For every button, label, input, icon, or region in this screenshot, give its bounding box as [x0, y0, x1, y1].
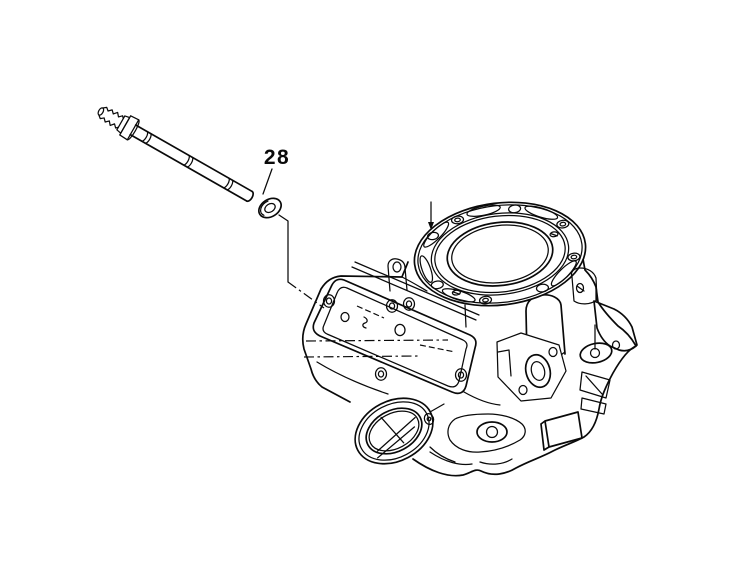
right-small-lug-slash: [576, 285, 585, 292]
stud-threads-bottom: [98, 114, 119, 129]
hidden-lines: [303, 305, 456, 358]
right-step-band-1: [579, 371, 611, 399]
alignment-line: [278, 214, 325, 309]
gasket-ring-3: [430, 212, 570, 296]
washer-edge-arc: [260, 200, 269, 216]
right-bracket: [593, 300, 638, 352]
right-small-lug-hole: [575, 282, 585, 294]
washer-part-28: [257, 197, 283, 219]
callout-28[interactable]: 28: [262, 146, 290, 195]
right-step-band-2: [580, 397, 607, 415]
stud-end-cap: [245, 190, 255, 203]
body-silhouette-bottom-right: [412, 258, 637, 477]
bottom-flange-hole: [485, 425, 499, 439]
body-undergasket-line: [401, 276, 428, 292]
body-silhouette-left: [301, 261, 409, 403]
gasket-bolt-holes: [430, 204, 581, 305]
stud-band-2: [182, 154, 194, 168]
body-fold-line: [316, 361, 389, 395]
stud-band-1: [140, 130, 152, 144]
exhaust-flange: [354, 397, 456, 465]
exhaust-port-bridges: [376, 416, 416, 459]
valve-cover: [312, 258, 480, 395]
center-port-boss: [496, 332, 567, 402]
bottom-flange: [429, 411, 583, 466]
washer-outer: [257, 197, 283, 219]
gasket-screw-marks: [451, 231, 559, 296]
right-boss: [579, 342, 613, 364]
exhaust-flange-bolt: [423, 412, 435, 426]
right-small-lug: [570, 267, 598, 305]
right-mount-lugs: [570, 267, 638, 415]
cylinder-bore-outer: [446, 221, 554, 287]
center-boss-bolt-1: [548, 346, 558, 358]
stud-threads-top: [102, 106, 124, 120]
right-boss-hole: [589, 347, 601, 359]
cylinder-assembly: [301, 201, 638, 477]
linkage-rod: [351, 261, 480, 321]
alignment-line-dashdot: [287, 281, 325, 309]
bottom-tab: [540, 411, 583, 451]
exhaust-port-inner: [368, 410, 420, 452]
body-lower-edge: [463, 391, 501, 406]
stud-collar-edge: [126, 119, 140, 141]
center-port-outer: [524, 353, 552, 389]
bottom-flange-outline: [447, 413, 526, 453]
right-bracket-hole: [611, 340, 621, 350]
callout-28-leader: [262, 168, 273, 195]
bottom-flange-boss: [476, 421, 508, 443]
linkage-bracket: [387, 258, 408, 292]
cylinder-bore-inner: [451, 224, 549, 284]
head-gasket-surface: [413, 201, 597, 307]
exhaust-port-outer: [365, 407, 423, 455]
linkage-bracket-hole: [392, 261, 402, 273]
valve-cover-outline: [312, 278, 477, 395]
valve-cover-inner-line: [322, 286, 468, 388]
stud-band-3: [222, 177, 234, 191]
center-boss-bolt-2: [518, 384, 528, 396]
stud-locating-arrow: [426, 201, 440, 241]
callout-28-label[interactable]: 28: [264, 146, 290, 169]
center-boss-step: [497, 349, 512, 377]
washer-hole: [264, 202, 276, 214]
center-port-inner: [530, 361, 546, 381]
exhaust-flange-neck: [429, 403, 456, 463]
valve-cover-bolts: [322, 294, 468, 382]
bottom-wavy-lines: [429, 451, 513, 466]
cover-casting-mark: [362, 316, 368, 329]
cylinder-stud-bolt: [97, 106, 255, 203]
alignment-line-solid: [278, 214, 289, 283]
gasket-ring-4: [434, 214, 566, 294]
gasket-ring-2: [417, 204, 583, 304]
exhaust-flange-bolt-center: [426, 416, 432, 422]
